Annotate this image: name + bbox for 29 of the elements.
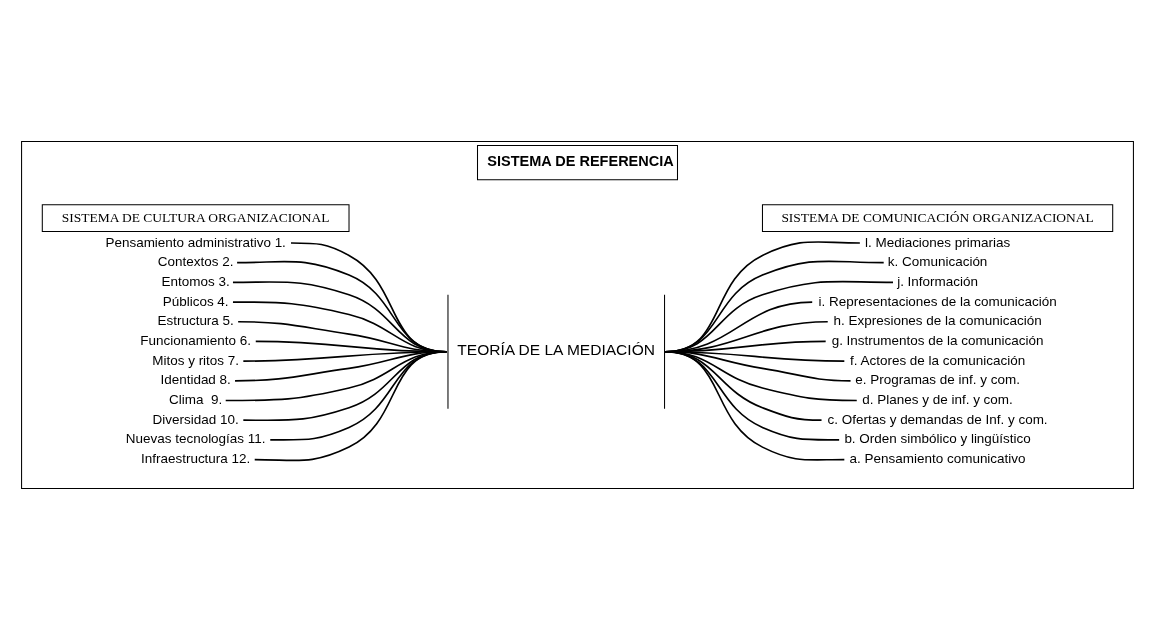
node-text: h. Expresiones de la comunicación <box>833 313 1042 329</box>
connector <box>253 350 447 462</box>
node-box: SISTEMA DE COMUNICACIÓN ORGANIZACIONAL <box>761 204 1113 233</box>
node-text: Públicos 4. <box>162 293 229 309</box>
node-text: Funcionamiento 6. <box>139 332 251 348</box>
node-text: e. Programas de inf. y com. <box>854 372 1020 388</box>
node-text: TEORÍA DE LA MEDIACIÓN <box>456 341 655 359</box>
node-text: Infraestructura 12. <box>140 451 250 467</box>
node-box: SISTEMA DE CULTURA ORGANIZACIONAL <box>41 204 350 233</box>
node-text: Diversidad 10. <box>152 411 239 427</box>
node-text: b. Orden simbólico y lingüístico <box>843 431 1031 447</box>
node-text: Mitos y ritos 7. <box>151 352 239 368</box>
connector <box>663 241 861 353</box>
node-text: Estructura 5. <box>156 313 234 329</box>
node-text: Pensamiento administrativo 1. <box>104 234 286 250</box>
node-text: Clima 9. <box>168 392 222 408</box>
node-text: j. Información <box>896 273 978 289</box>
node-text: a. Pensamiento comunicativo <box>849 451 1026 467</box>
node-text: c. Ofertas y demandas de Inf. y com. <box>827 411 1048 427</box>
node-text: f. Actores de la comunicación <box>849 352 1025 368</box>
node-text: Nuevas tecnologías 11. <box>125 431 266 447</box>
node-text: i. Representaciones de la comunicación <box>818 293 1057 309</box>
node-text: d. Planes y de inf. y com. <box>861 392 1013 408</box>
node-text: Entomos 3. <box>161 273 230 289</box>
node-text: g. Instrumentos de la comunicación <box>831 332 1044 348</box>
node-text: Identidad 8. <box>159 372 231 388</box>
node-text: Contextos 2. <box>157 254 233 270</box>
node-text: k. Comunicación <box>887 254 987 270</box>
node-text: l. Mediaciones primarias <box>864 234 1010 250</box>
